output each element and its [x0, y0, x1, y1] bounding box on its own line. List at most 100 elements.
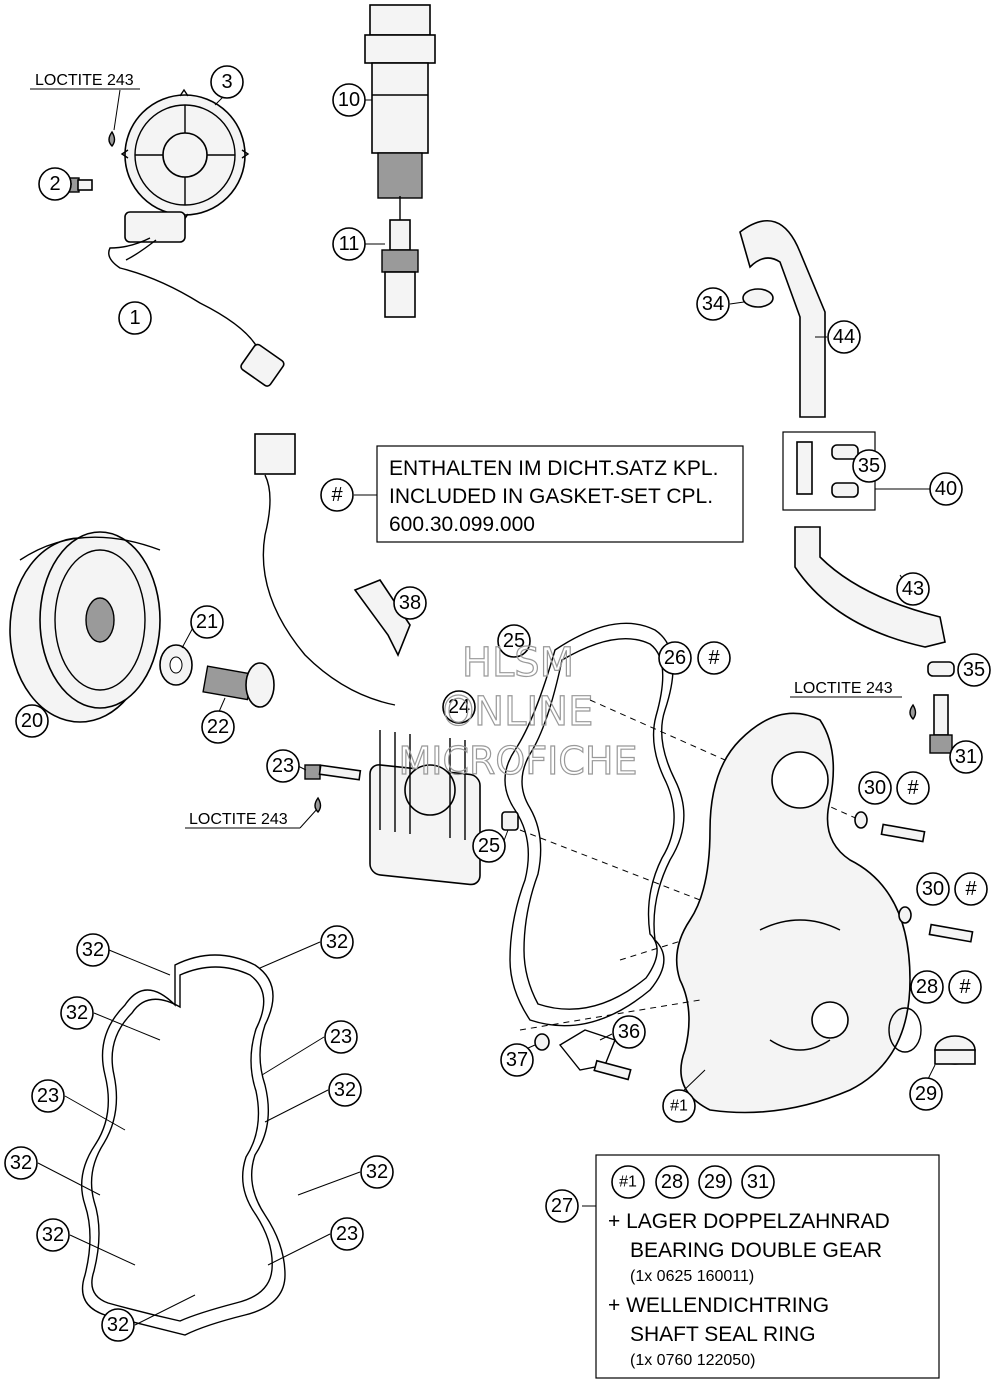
callout-36: 36 [612, 1015, 646, 1049]
kit-item-28: 28 [655, 1165, 689, 1199]
kit-seal-part-number: (1x 0760 122050) [630, 1352, 755, 1369]
cable-holder-part-36 [558, 1029, 632, 1081]
callout-10: 10 [332, 83, 366, 117]
callout-44: 44 [827, 320, 861, 354]
connector-box-part-40 [782, 431, 930, 511]
washer-part-37 [534, 1033, 550, 1051]
callout-32-g: 32 [36, 1218, 70, 1252]
kit-seal-de: + WELLENDICHTRING [608, 1294, 829, 1317]
callout-38: 38 [393, 586, 427, 620]
svg-text:LOCTITE 243: LOCTITE 243 [189, 811, 288, 828]
callout-30-upper: 30 [858, 771, 892, 805]
ignition-cover-part-#1 [675, 712, 911, 1114]
plug-screw-part-29 [934, 1035, 976, 1065]
callout-24: 24 [442, 690, 476, 724]
svg-text:11: 11 [339, 233, 360, 255]
svg-text:32: 32 [107, 1314, 129, 1336]
svg-text:32: 32 [66, 1002, 88, 1024]
callout-11: 11 [332, 227, 366, 261]
grommet-part-38 [353, 579, 411, 657]
loctite-label-right: LOCTITE 243 [790, 680, 917, 721]
svg-text:26: 26 [664, 647, 686, 669]
svg-text:3: 3 [221, 71, 232, 93]
svg-text:40: 40 [935, 478, 957, 500]
watermark: HLSM ONLINE MICROFICHE [398, 639, 638, 783]
callout-29: 29 [909, 1077, 943, 1111]
callout-28-hash: # [948, 970, 982, 1004]
svg-text:28: 28 [916, 976, 938, 998]
svg-text:25: 25 [478, 835, 500, 857]
callout-23-gasket-b: 23 [31, 1079, 65, 1113]
svg-text:29: 29 [915, 1083, 937, 1105]
loctite-label-top: LOCTITE 243 [30, 72, 140, 148]
callout-gasket-symbol: # [320, 478, 354, 512]
svg-text:23: 23 [272, 755, 294, 777]
svg-text:21: 21 [196, 611, 218, 633]
callout-34: 34 [696, 287, 730, 321]
dowel-part-25 [501, 811, 519, 831]
svg-text:23: 23 [336, 1223, 358, 1245]
callout-20: 20 [15, 704, 49, 738]
callout-30-lower: 30 [916, 872, 950, 906]
svg-text:35: 35 [963, 659, 985, 681]
oring-part-28 [888, 1007, 922, 1053]
callout-32-a: 32 [76, 933, 110, 967]
callout-32-c: 32 [60, 996, 94, 1030]
svg-text:LOCTITE 243: LOCTITE 243 [35, 72, 134, 89]
sensor-cable-part-1 [108, 211, 285, 387]
gasket-note-line1: ENTHALTEN IM DICHT.SATZ KPL. [389, 457, 718, 480]
loctite-label-mid: LOCTITE 243 [185, 796, 322, 829]
callout-23-stator-bolt: 23 [266, 749, 300, 783]
bolt-part-30-upper [854, 811, 926, 843]
callout-32-d: 32 [328, 1073, 362, 1107]
svg-text:23: 23 [37, 1085, 59, 1107]
svg-text:LOCTITE 243: LOCTITE 243 [794, 680, 893, 697]
callout-23-gasket-c: 23 [330, 1217, 364, 1251]
svg-text:#1: #1 [670, 1098, 688, 1115]
callout-25-lower: 25 [472, 829, 506, 863]
cover-gasket-part-26 [504, 622, 685, 1027]
trigger-wheel-part-3 [120, 88, 250, 222]
svg-text:22: 22 [207, 716, 229, 738]
callout-26-hash: # [697, 641, 731, 675]
callout-1: 1 [118, 301, 152, 335]
kit-seal-en: SHAFT SEAL RING [630, 1323, 816, 1346]
breather-hose-part-44 [739, 220, 826, 418]
callout-35-lower: 35 [957, 653, 991, 687]
svg-text:25: 25 [503, 630, 525, 652]
svg-text:23: 23 [330, 1026, 352, 1048]
bolt-part-23 [304, 764, 362, 781]
callout-32-h: 32 [101, 1308, 135, 1342]
callout-3: 3 [210, 65, 244, 99]
svg-text:#: # [331, 484, 343, 506]
svg-text:29: 29 [704, 1171, 726, 1193]
callout-30-upper-hash: # [896, 771, 930, 805]
svg-text:35: 35 [858, 455, 880, 477]
loctite-drop-icon [108, 130, 116, 148]
svg-text:#1: #1 [619, 1174, 637, 1191]
svg-text:36: 36 [618, 1021, 640, 1043]
svg-text:32: 32 [42, 1224, 64, 1246]
svg-text:31: 31 [955, 746, 977, 768]
callout-2: 2 [38, 167, 72, 201]
callout-22: 22 [201, 710, 235, 744]
svg-text:32: 32 [366, 1161, 388, 1183]
grommet-part-35 [927, 661, 955, 677]
svg-text:30: 30 [922, 878, 944, 900]
callout-43: 43 [896, 572, 930, 606]
svg-text:30: 30 [864, 777, 886, 799]
svg-text:2: 2 [49, 173, 60, 195]
kit-bearing-part-number: (1x 0625 160011) [630, 1268, 754, 1285]
svg-text:1: 1 [129, 307, 140, 329]
gasket-note-line2: INCLUDED IN GASKET-SET CPL. [389, 485, 713, 508]
breather-hose-part-43 [794, 526, 946, 648]
flywheel-part-20 [9, 531, 161, 723]
svg-text:20: 20 [21, 710, 43, 732]
callout-27: 27 [545, 1189, 579, 1223]
callout-28: 28 [910, 970, 944, 1004]
svg-text:#: # [708, 647, 720, 669]
callout-hash-1: #1 [662, 1089, 696, 1123]
callout-32-b: 32 [320, 925, 354, 959]
stator-wire-connector [254, 433, 396, 706]
kit-bearing-de: + LAGER DOPPELZAHNRAD [608, 1210, 890, 1233]
